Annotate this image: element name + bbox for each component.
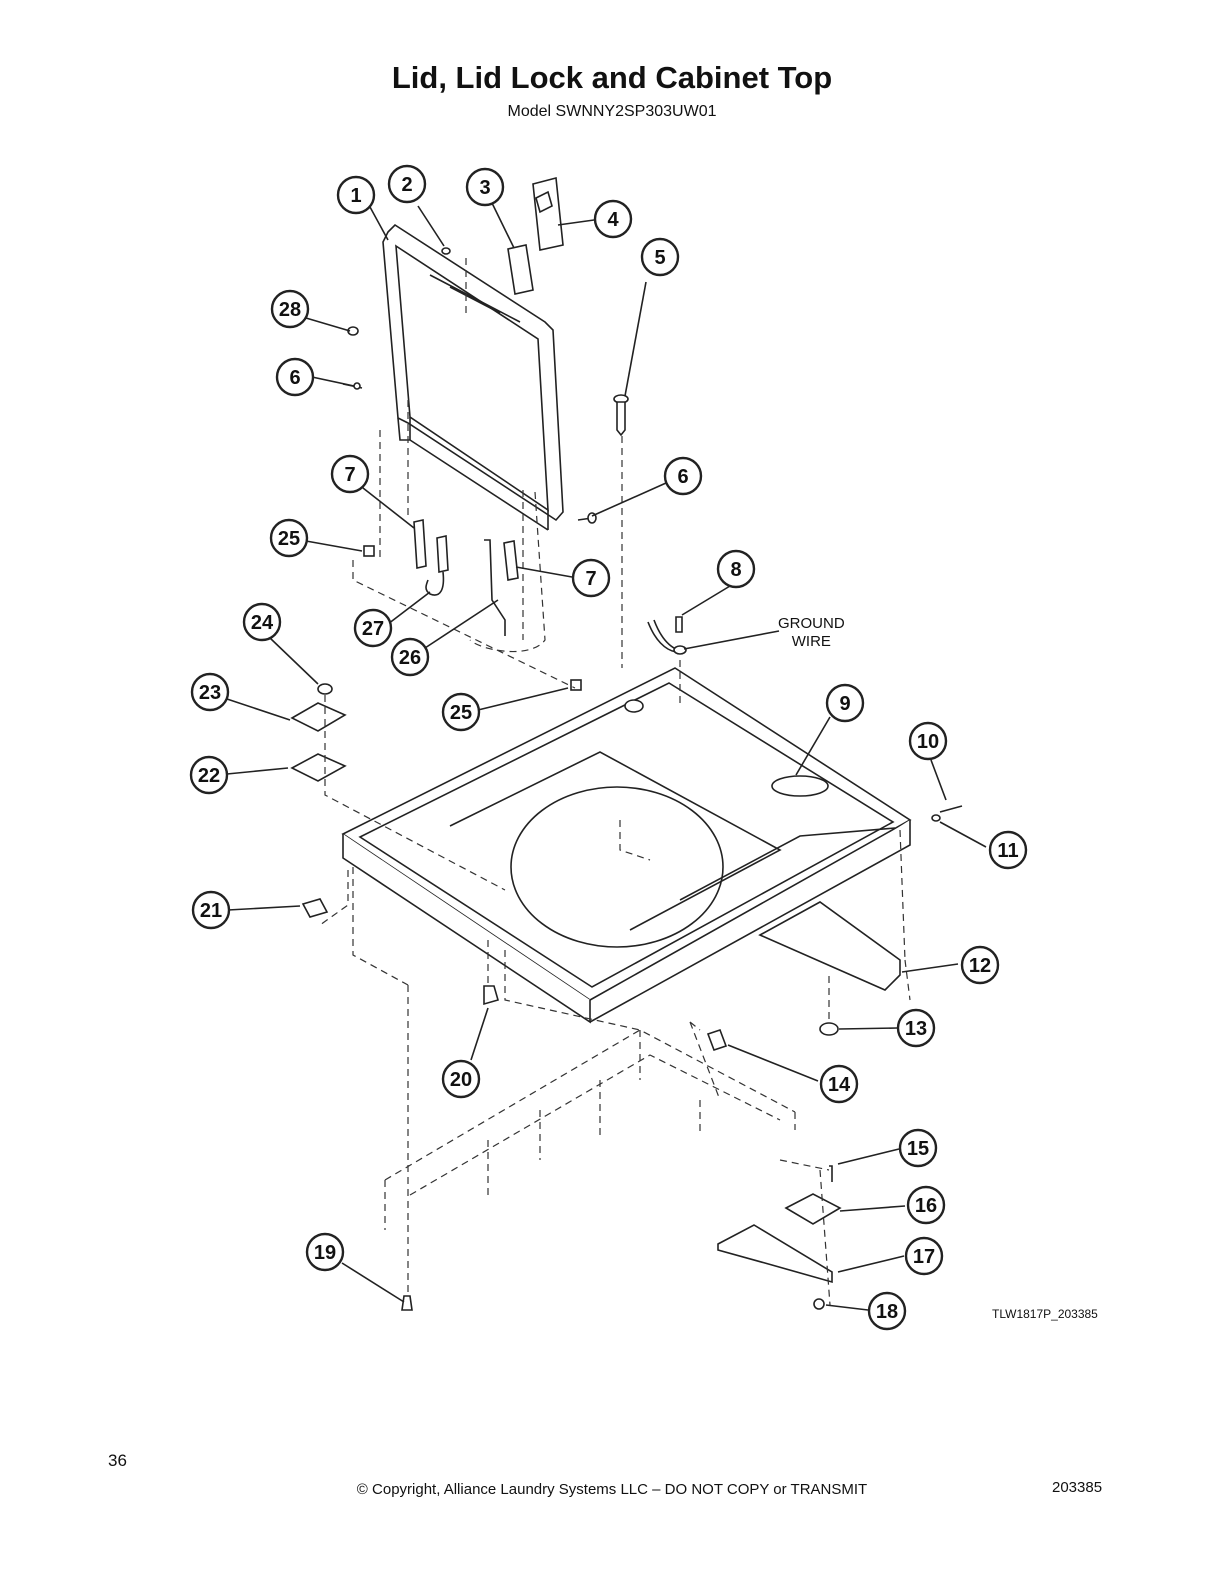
callout-5[interactable]: 5 xyxy=(640,237,680,277)
ground-wire-label-line1: GROUND xyxy=(778,615,845,632)
svg-text:19: 19 xyxy=(314,1242,336,1264)
svg-text:25: 25 xyxy=(450,702,472,724)
lower-hardware xyxy=(301,805,963,1311)
svg-text:26: 26 xyxy=(399,647,421,669)
svg-text:21: 21 xyxy=(200,900,222,922)
callout-11[interactable]: 11 xyxy=(988,830,1028,870)
model-number: Model SWNNY2SP303UW01 xyxy=(507,103,717,120)
callout-7-right[interactable]: 7 xyxy=(571,558,611,598)
document-number: 203385 xyxy=(1052,1479,1103,1496)
svg-text:22: 22 xyxy=(198,765,220,787)
svg-text:18: 18 xyxy=(876,1301,898,1323)
svg-text:16: 16 xyxy=(915,1195,937,1217)
callout-23[interactable]: 23 xyxy=(190,672,230,712)
callout-4[interactable]: 4 xyxy=(593,199,633,239)
figure-code: TLW1817P_203385 xyxy=(992,1307,1098,1321)
callout-16[interactable]: 16 xyxy=(906,1185,946,1225)
svg-text:6: 6 xyxy=(289,367,300,389)
callout-25-left[interactable]: 25 xyxy=(269,518,309,558)
svg-text:7: 7 xyxy=(344,464,355,486)
callout-18[interactable]: 18 xyxy=(867,1291,907,1331)
callout-7-left[interactable]: 7 xyxy=(330,454,370,494)
callout-2[interactable]: 2 xyxy=(387,164,427,204)
svg-text:4: 4 xyxy=(607,209,619,231)
ground-wire-label-line2: WIRE xyxy=(791,633,831,650)
svg-text:15: 15 xyxy=(907,1138,929,1160)
svg-text:25: 25 xyxy=(278,528,300,550)
svg-text:1: 1 xyxy=(350,185,361,207)
svg-text:8: 8 xyxy=(730,559,741,581)
callout-bubbles: 1 2 3 4 5 6 6 7 7 8 9 10 11 12 13 14 15 … xyxy=(189,164,1028,1331)
callout-leaders xyxy=(226,202,987,1311)
callout-12[interactable]: 12 xyxy=(960,945,1000,985)
svg-text:13: 13 xyxy=(905,1018,927,1040)
svg-text:2: 2 xyxy=(401,174,412,196)
svg-text:9: 9 xyxy=(839,693,850,715)
callout-15[interactable]: 15 xyxy=(898,1128,938,1168)
svg-text:27: 27 xyxy=(362,618,384,640)
callout-24[interactable]: 24 xyxy=(242,602,282,642)
dashed-guides xyxy=(319,258,911,1306)
svg-text:20: 20 xyxy=(450,1069,472,1091)
callout-6-lower[interactable]: 6 xyxy=(663,456,703,496)
callout-13[interactable]: 13 xyxy=(896,1008,936,1048)
svg-text:12: 12 xyxy=(969,955,991,977)
callout-10[interactable]: 10 xyxy=(908,721,948,761)
svg-text:7: 7 xyxy=(585,568,596,590)
callout-25-right[interactable]: 25 xyxy=(441,692,481,732)
lid-hardware xyxy=(290,176,687,782)
callout-22[interactable]: 22 xyxy=(189,755,229,795)
callout-14[interactable]: 14 xyxy=(819,1064,859,1104)
callout-28[interactable]: 28 xyxy=(270,289,310,329)
svg-text:28: 28 xyxy=(279,299,301,321)
callout-1[interactable]: 1 xyxy=(336,175,376,215)
callout-26[interactable]: 26 xyxy=(390,637,430,677)
svg-text:5: 5 xyxy=(654,247,665,269)
svg-text:14: 14 xyxy=(828,1074,851,1096)
copyright-notice: © Copyright, Alliance Laundry Systems LL… xyxy=(356,1481,868,1498)
page-title: Lid, Lid Lock and Cabinet Top xyxy=(391,60,833,95)
svg-text:10: 10 xyxy=(917,731,939,753)
page-number: 36 xyxy=(108,1451,127,1470)
callout-9[interactable]: 9 xyxy=(825,683,865,723)
callout-27[interactable]: 27 xyxy=(353,608,393,648)
svg-text:3: 3 xyxy=(479,177,490,199)
callout-3[interactable]: 3 xyxy=(465,167,505,207)
callout-17[interactable]: 17 xyxy=(904,1236,944,1276)
svg-text:24: 24 xyxy=(251,612,274,634)
callout-21[interactable]: 21 xyxy=(191,890,231,930)
callout-19[interactable]: 19 xyxy=(305,1232,345,1272)
svg-text:23: 23 xyxy=(199,682,221,704)
svg-text:11: 11 xyxy=(997,840,1018,862)
cabinet-top xyxy=(341,667,912,1024)
callout-6-upper[interactable]: 6 xyxy=(275,357,315,397)
callout-20[interactable]: 20 xyxy=(441,1059,481,1099)
lid-frame xyxy=(382,223,564,531)
svg-text:17: 17 xyxy=(913,1246,935,1268)
svg-text:6: 6 xyxy=(677,466,688,488)
callout-8[interactable]: 8 xyxy=(716,549,756,589)
ground-wire-label: GROUND WIRE xyxy=(778,615,845,651)
